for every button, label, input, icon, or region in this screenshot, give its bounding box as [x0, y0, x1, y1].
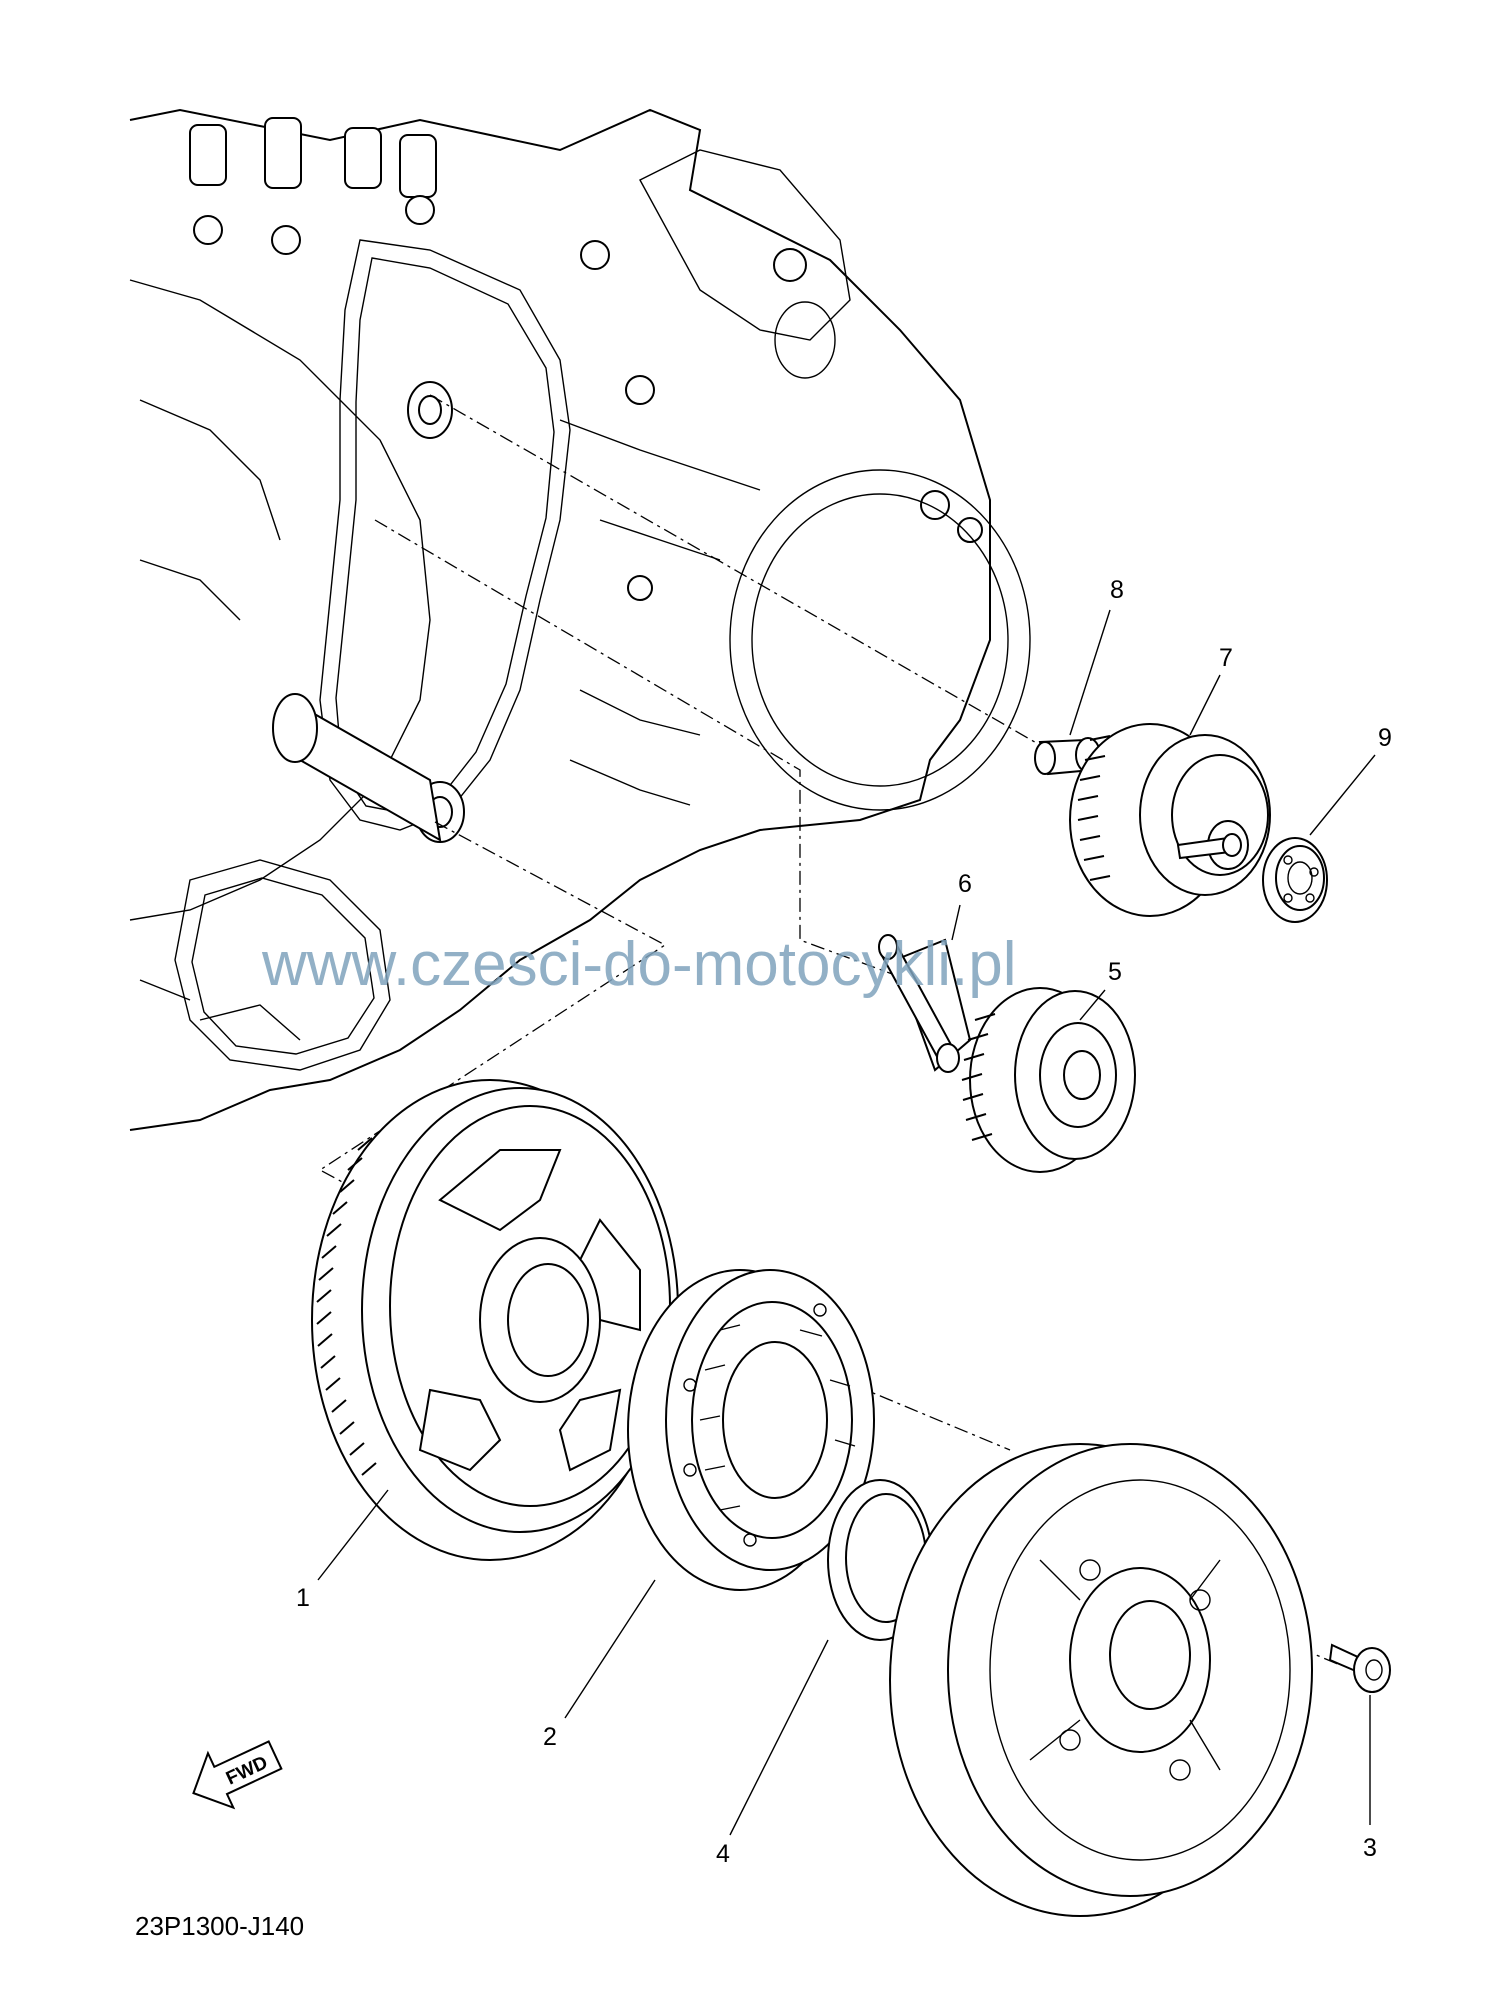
part-3-bolt — [1328, 1643, 1391, 1693]
callout-leader-lines — [317, 609, 1376, 1836]
callout-1: 1 — [296, 1584, 310, 1612]
engine-crankcase-drawing — [129, 108, 1031, 1131]
part-9-bearing — [1262, 837, 1328, 923]
drawing-code-label: 23P1300-J140 — [135, 1911, 304, 1941]
callout-9: 9 — [1378, 724, 1392, 752]
part-7-idler-gear — [1069, 723, 1271, 917]
callout-numbers: 1 2 3 4 5 6 7 8 9 — [296, 576, 1392, 1868]
watermark-text: www.czesci-do-motocykli.pl — [261, 930, 1017, 999]
callout-4: 4 — [716, 1840, 730, 1868]
part-1-starter-wheel-gear — [311, 1079, 679, 1561]
callout-6: 6 — [958, 870, 972, 898]
callout-2: 2 — [543, 1723, 557, 1751]
case-bosses — [189, 117, 983, 601]
callout-8: 8 — [1110, 576, 1124, 604]
fwd-arrow-icon: FWD — [192, 1740, 283, 1810]
callout-3: 3 — [1363, 1834, 1377, 1862]
part-6-shaft — [878, 934, 972, 1073]
clutch-housing — [889, 1443, 1313, 1917]
part-2-one-way-clutch — [627, 1269, 875, 1591]
callout-5: 5 — [1108, 958, 1122, 986]
callout-7: 7 — [1219, 644, 1233, 672]
part-5-idler-gear — [961, 987, 1136, 1173]
